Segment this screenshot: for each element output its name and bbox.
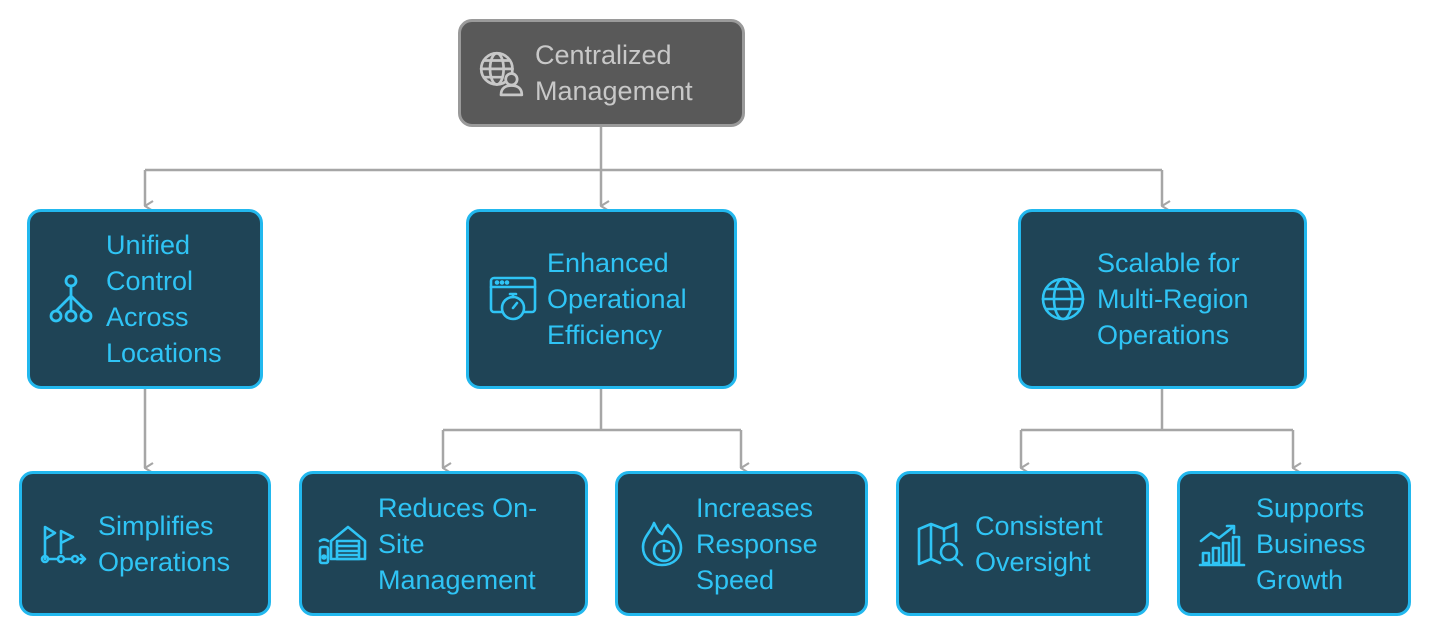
- node-scalable-regions: Scalable for Multi-Region Operations: [1018, 209, 1307, 389]
- scalable-label: Scalable for Multi-Region Operations: [1097, 248, 1249, 350]
- node-consistent-oversight: Consistent Oversight: [896, 471, 1149, 616]
- simplifies-label: Simplifies Operations: [98, 510, 231, 577]
- node-supports-growth: Supports Business Growth: [1177, 471, 1411, 616]
- browser-stopwatch-icon: [487, 273, 539, 325]
- flags-path-icon: [38, 518, 90, 570]
- onsite-label: Reduces On- Site Management: [378, 492, 538, 595]
- growth-label: Supports Business Growth: [1256, 492, 1366, 595]
- efficiency-label: Enhanced Operational Efficiency: [547, 248, 687, 350]
- node-enhanced-efficiency: Enhanced Operational Efficiency: [466, 209, 737, 389]
- oversight-label: Consistent Oversight: [975, 510, 1103, 577]
- growth-chart-icon: [1196, 518, 1248, 570]
- unified-label: Unified Control Across Locations: [106, 230, 222, 368]
- node-simplifies-operations: Simplifies Operations: [19, 471, 271, 616]
- network-tree-icon: [48, 273, 94, 325]
- map-search-icon: [915, 518, 967, 570]
- garage-remote-icon: [316, 518, 368, 570]
- globe-icon: [1037, 273, 1089, 325]
- node-unified-control: Unified Control Across Locations: [27, 209, 263, 389]
- node-increases-response: Increases Response Speed: [615, 471, 868, 616]
- root-label: Centralized Management: [535, 40, 693, 106]
- root-node: Centralized Management: [458, 19, 745, 127]
- globe-user-icon: [475, 47, 527, 99]
- flame-clock-icon: [636, 518, 688, 570]
- node-reduces-onsite: Reduces On- Site Management: [299, 471, 588, 616]
- response-label: Increases Response Speed: [696, 492, 818, 595]
